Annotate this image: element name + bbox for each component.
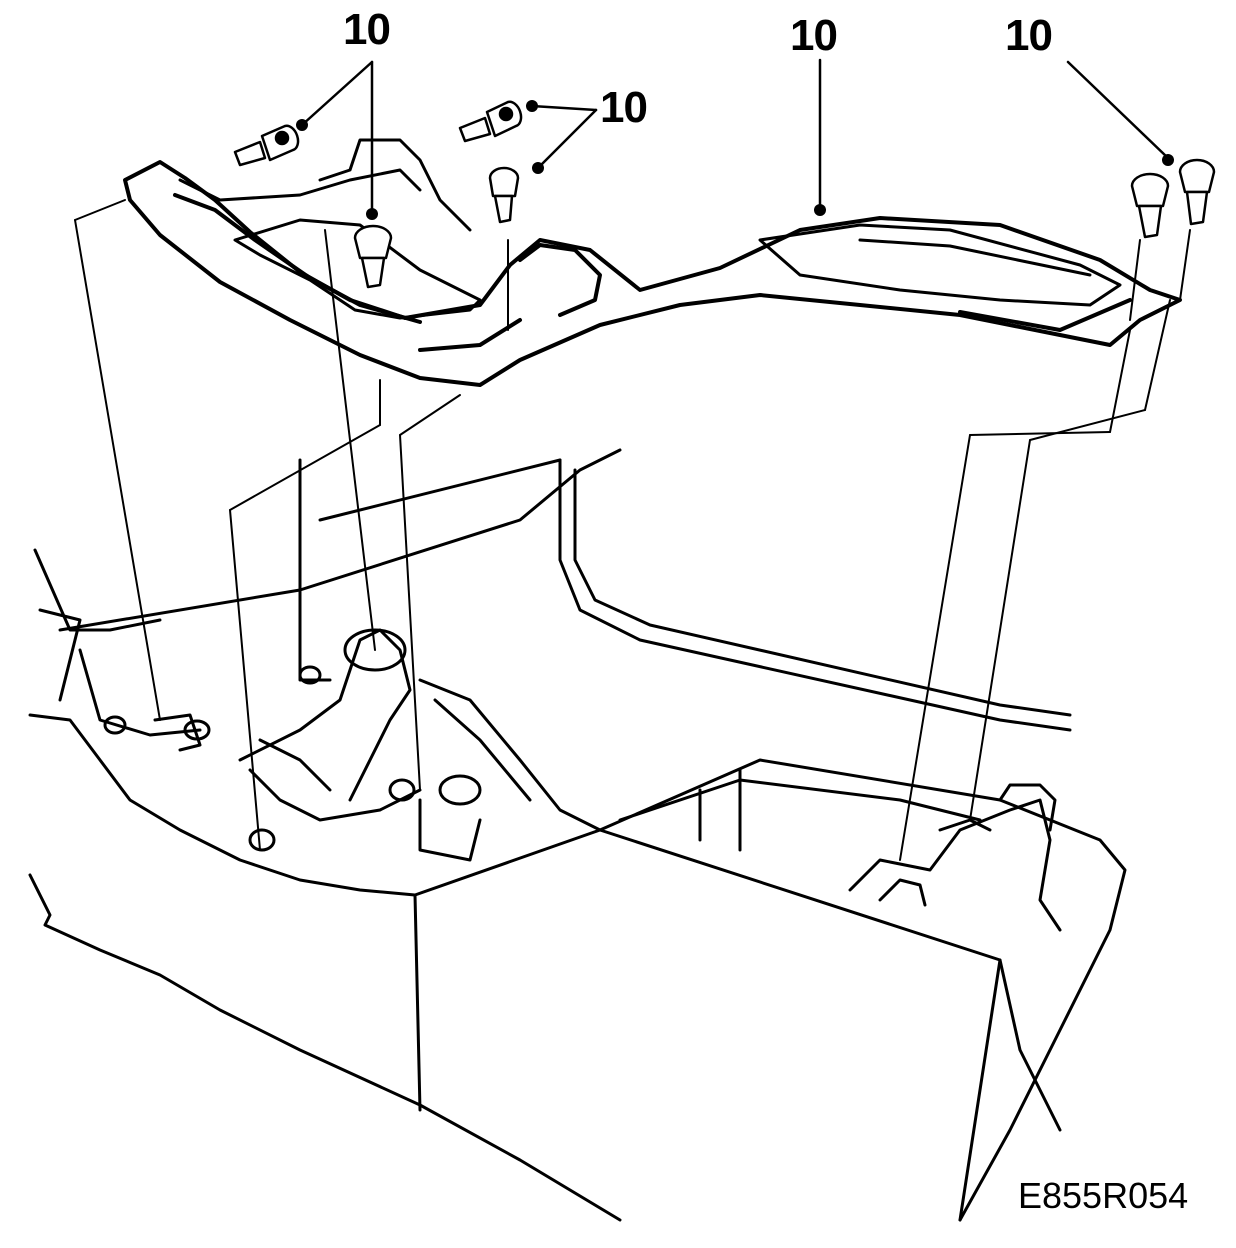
console-side-panel — [58, 448, 1072, 732]
callout-label: 10 — [1005, 11, 1053, 60]
console-trim-frame — [123, 160, 1182, 387]
callout-label: 10 — [790, 11, 838, 60]
screw-1 — [233, 124, 300, 167]
callout-label: 10 — [343, 5, 391, 54]
figure-id: E855R054 — [1018, 1175, 1189, 1216]
callout-label: 10 — [600, 83, 648, 132]
trim-openings — [178, 138, 1122, 320]
screw-4 — [353, 224, 393, 289]
screw-6 — [1178, 158, 1216, 226]
extension-lines — [74, 199, 1191, 861]
console-housing — [28, 758, 1127, 1222]
screw-3 — [488, 166, 520, 224]
leader-dots — [296, 100, 1174, 220]
screw-2 — [458, 100, 523, 143]
screw-5 — [1130, 172, 1170, 239]
callout-leaders — [300, 58, 1170, 214]
shifter-area — [28, 548, 602, 897]
